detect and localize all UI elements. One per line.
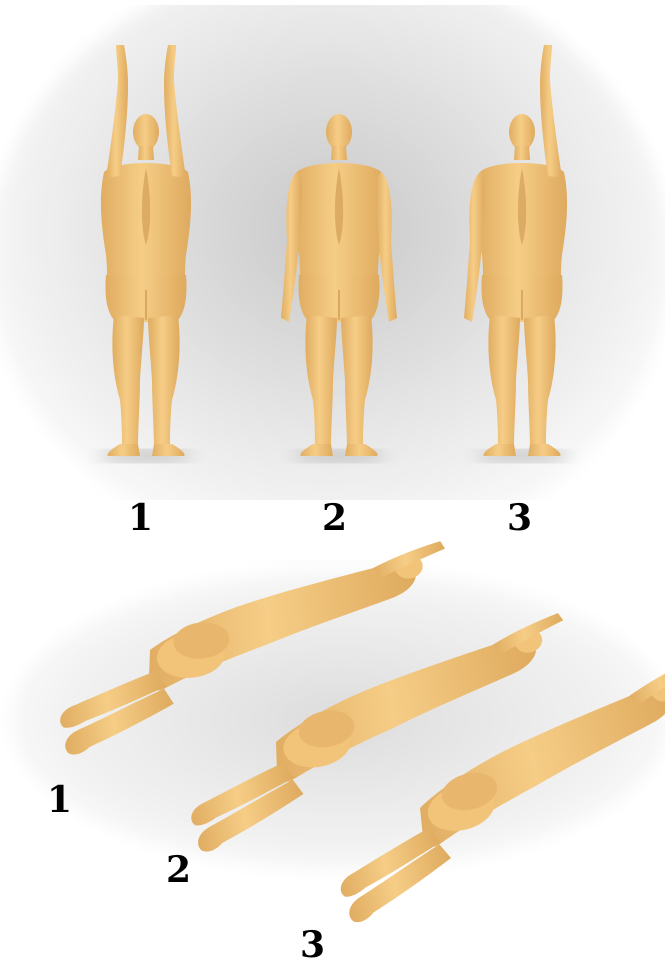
top-label-1: 1 — [128, 500, 153, 536]
bottom-label-3: 3 — [300, 927, 325, 963]
bottom-label-2: 2 — [166, 852, 191, 888]
top-label-2: 2 — [322, 500, 347, 536]
top-label-3: 3 — [507, 500, 532, 536]
bottom-label-1: 1 — [47, 782, 72, 818]
